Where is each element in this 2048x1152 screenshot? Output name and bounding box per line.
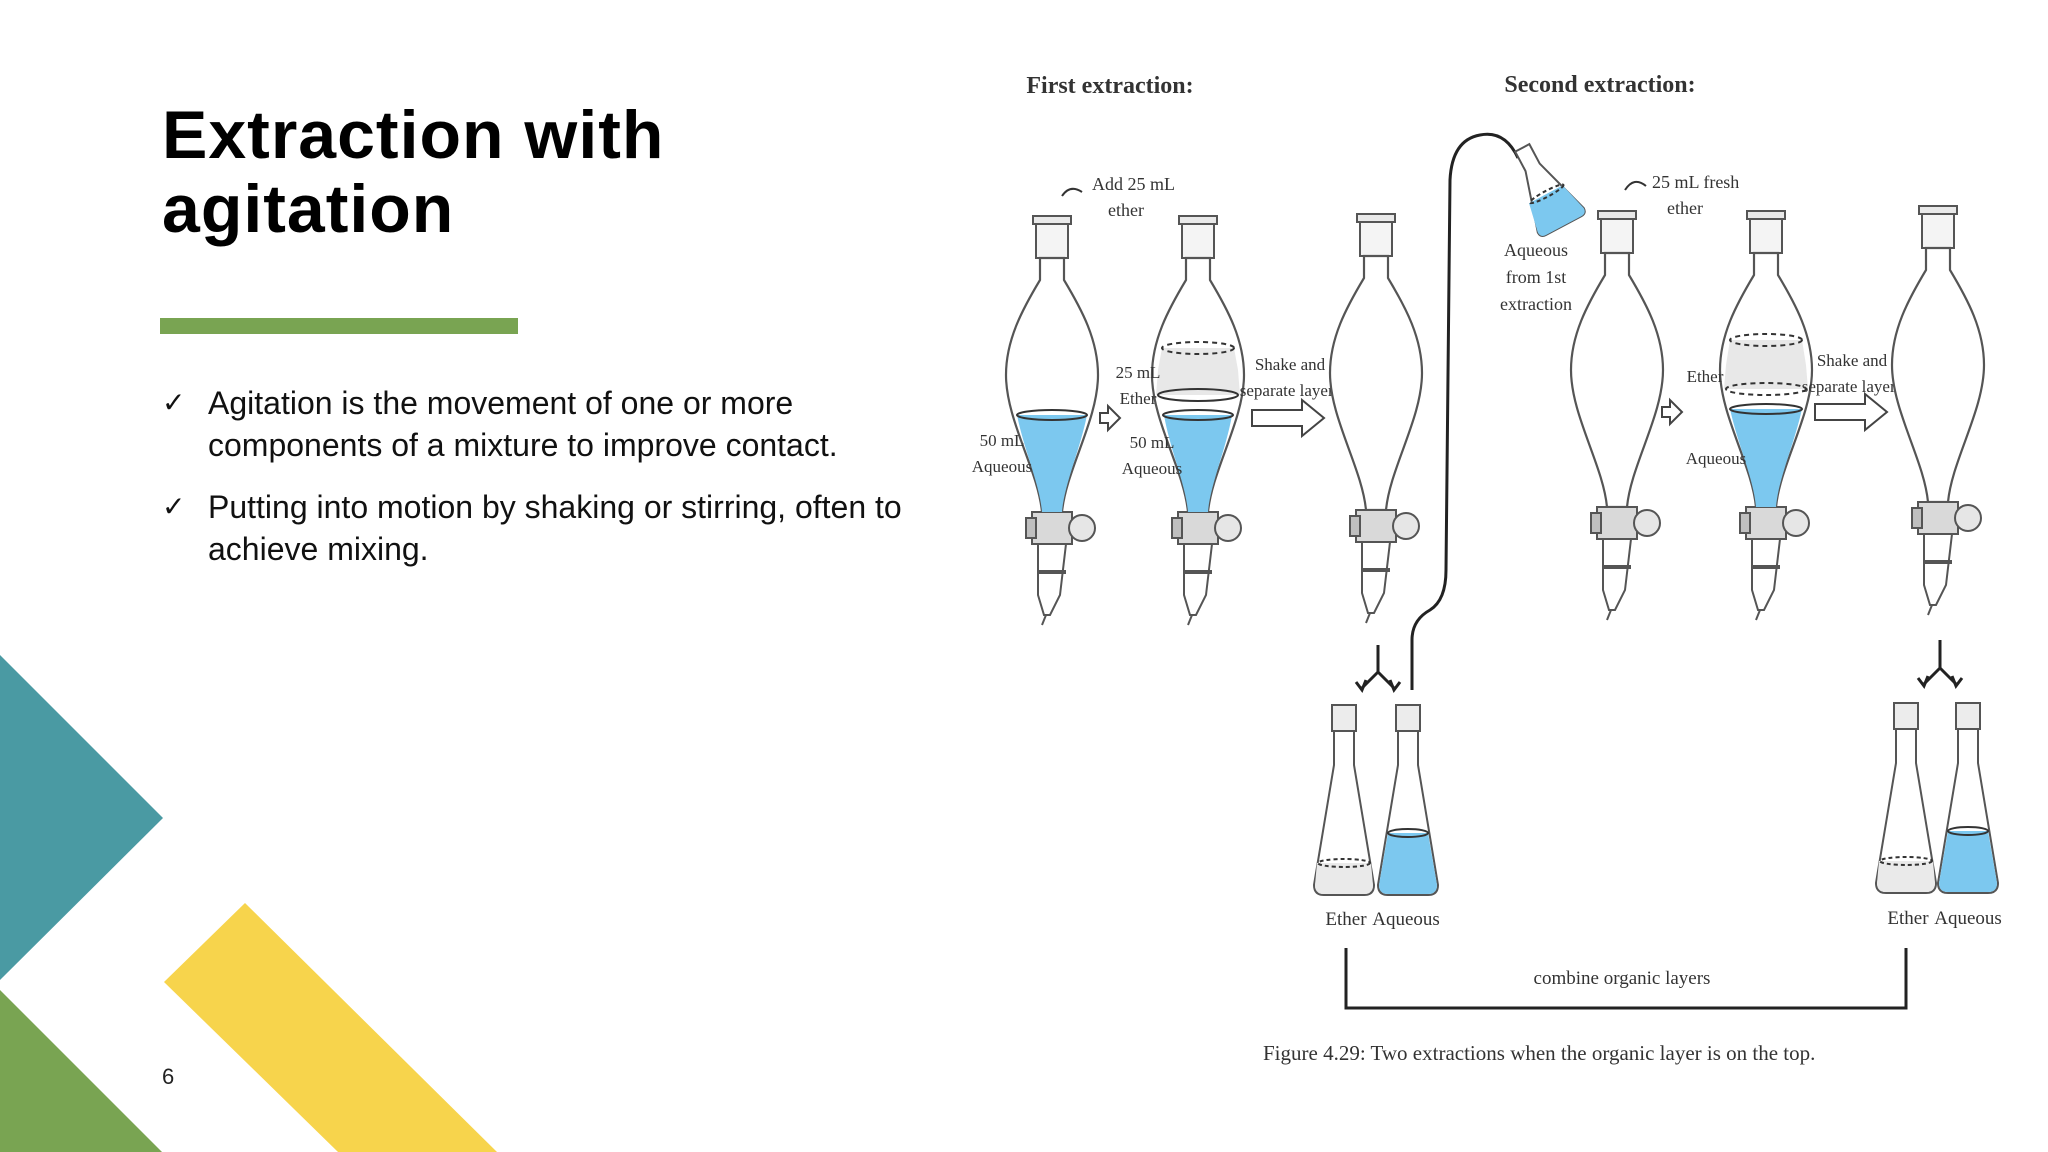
flask-aqueous-1 — [1377, 704, 1439, 896]
label-ether: Ether — [1120, 389, 1157, 408]
aqueous-from-label-2: from 1st — [1506, 267, 1567, 287]
flask-aqueous-label-2: Aqueous — [1934, 908, 2002, 929]
separatory-funnel-2 — [1150, 214, 1246, 627]
separatory-funnel-3 — [1328, 212, 1424, 625]
pouring-flask — [1513, 142, 1586, 237]
checkmark-icon: ✓ — [162, 386, 186, 419]
curved-arrow-icon — [1061, 187, 1083, 197]
checkmark-icon: ✓ — [162, 490, 186, 523]
arrow-icon — [1099, 405, 1121, 431]
arrow-icon — [1661, 399, 1683, 425]
separatory-funnel-1 — [1004, 214, 1100, 627]
flask-ether-label-1: Ether — [1325, 909, 1367, 930]
separatory-funnel-5 — [1718, 209, 1814, 622]
combine-bracket — [1344, 948, 1908, 1010]
shake-label-second-2: separate layers — [1802, 377, 1903, 396]
flask-ether-1 — [1313, 704, 1375, 896]
shake-label-2: separate layers — [1240, 381, 1341, 400]
separatory-funnel-4 — [1569, 209, 1665, 622]
fresh-ether-label-2: ether — [1667, 198, 1703, 218]
aqueous-from-label-3: extraction — [1500, 294, 1572, 314]
flask-aqueous-label-1: Aqueous — [1372, 909, 1440, 930]
shake-label-second: Shake and — [1817, 351, 1888, 370]
bullet-text: Putting into motion by shaking or stirri… — [208, 489, 902, 567]
label-25ml: 25 mL — [1116, 363, 1161, 382]
add-ether-label: Add 25 mL — [1092, 174, 1175, 194]
bullet-item: ✓ Agitation is the movement of one or mo… — [162, 382, 942, 466]
aqueous-from-label: Aqueous — [1504, 240, 1568, 260]
flask-ether-2 — [1875, 702, 1937, 894]
combine-label: combine organic layers — [1534, 968, 1711, 989]
label-aqueous: Aqueous — [972, 457, 1032, 476]
transfer-line — [1410, 132, 1520, 690]
slide-title: Extraction with agitation — [162, 97, 665, 247]
flask-aqueous-2 — [1937, 702, 1999, 894]
shake-label: Shake and — [1255, 355, 1326, 374]
separatory-funnel-6 — [1890, 204, 1986, 617]
shake-arrow-icon — [1814, 393, 1888, 431]
teal-triangle — [0, 655, 163, 980]
second-extraction-heading: Second extraction: — [1504, 72, 1695, 98]
bullet-list: ✓ Agitation is the movement of one or mo… — [162, 382, 942, 590]
label-aqueous-b: Aqueous — [1122, 459, 1182, 478]
ether-label: Ether — [1687, 367, 1724, 386]
first-extraction-heading: First extraction: — [1026, 73, 1193, 99]
bullet-text: Agitation is the movement of one or more… — [208, 385, 838, 463]
yellow-band — [164, 903, 497, 1152]
aqueous-label: Aqueous — [1686, 449, 1746, 468]
shake-arrow-icon — [1251, 399, 1325, 437]
figure-caption: Figure 4.29: Two extractions when the or… — [1263, 1041, 1815, 1065]
fresh-ether-label: 25 mL fresh — [1652, 172, 1739, 192]
add-ether-label-2: ether — [1108, 200, 1144, 220]
extraction-figure: First extraction: Second extraction: Add… — [972, 72, 2002, 1065]
page-number: 6 — [162, 1064, 175, 1089]
curved-arrow-icon — [1624, 180, 1647, 191]
label-50ml: 50 mL — [980, 431, 1025, 450]
bullet-item: ✓ Putting into motion by shaking or stir… — [162, 486, 942, 570]
flask-ether-label-2: Ether — [1887, 908, 1929, 929]
label-50ml-b: 50 mL — [1130, 433, 1175, 452]
title-underline — [160, 318, 518, 334]
green-triangle — [0, 990, 162, 1152]
